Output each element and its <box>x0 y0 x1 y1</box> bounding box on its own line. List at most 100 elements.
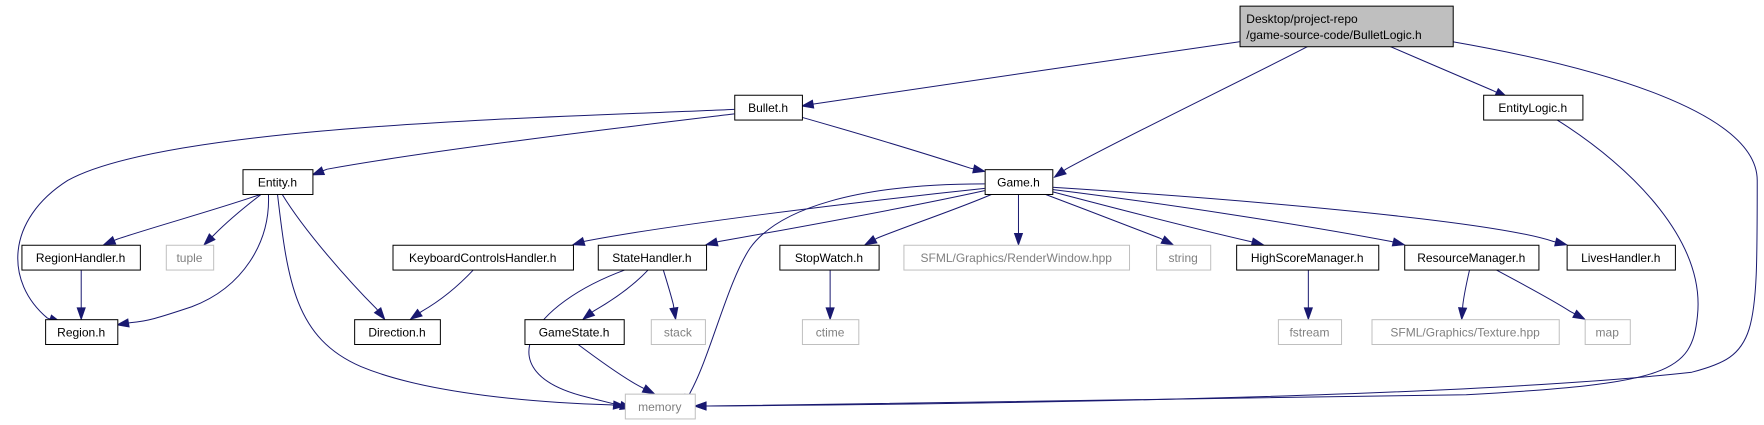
node-box <box>21 244 141 271</box>
edge-game-to-highscore <box>1052 191 1265 247</box>
edge-arrowhead <box>704 237 719 247</box>
node-lives[interactable]: LivesHandler.h <box>1566 244 1676 271</box>
node-region[interactable]: Region.h <box>45 319 119 346</box>
node-label: LivesHandler.h <box>1581 251 1660 265</box>
node-label: Entity.h <box>258 176 297 190</box>
node-entitylogic[interactable]: EntityLogic.h <box>1483 94 1584 121</box>
node-label: stack <box>664 326 693 340</box>
node-label: Direction.h <box>368 326 425 340</box>
edge-game-to-lives <box>1052 186 1569 247</box>
edge-entity-to-regionhandler <box>102 193 262 246</box>
edge-line <box>812 41 1240 105</box>
edge-line <box>577 343 645 390</box>
node-statehandler[interactable]: StateHandler.h <box>597 244 708 271</box>
node-label: GameState.h <box>539 326 610 340</box>
edge-arrowhead <box>571 236 586 246</box>
edge-line <box>583 187 985 242</box>
node-label: SFML/Graphics/Texture.hpp <box>1390 326 1540 340</box>
node-box <box>597 244 708 271</box>
node-memory[interactable]: memory <box>624 393 696 420</box>
node-label: StopWatch.h <box>795 251 863 265</box>
edge-arrowhead <box>800 99 815 109</box>
edge-arrowhead <box>1303 307 1313 321</box>
node-box <box>1236 244 1380 271</box>
edge-line <box>688 183 985 397</box>
edge-game-to-stopwatch <box>863 193 993 246</box>
node-keyboard[interactable]: KeyboardControlsHandler.h <box>392 244 574 271</box>
node-gamestate[interactable]: GameState.h <box>524 319 625 346</box>
edge-line <box>128 193 269 324</box>
edge-line <box>1495 269 1575 315</box>
edge-keyboard-to-direction <box>409 269 475 321</box>
node-label: map <box>1596 326 1620 340</box>
edge-arrowhead <box>1554 237 1569 247</box>
edge-stopwatch-to-ctime <box>825 269 835 321</box>
edge-statehandler-to-gamestate <box>581 269 649 321</box>
node-fstream[interactable]: fstream <box>1277 319 1343 346</box>
edge-line <box>591 269 649 313</box>
node-label: ctime <box>816 326 845 340</box>
edge-arrowhead <box>669 306 679 321</box>
node-box <box>1584 319 1631 346</box>
node-box <box>624 393 696 420</box>
edge-arrowhead <box>1160 235 1175 246</box>
edge-arrowhead <box>76 307 86 321</box>
edge-entity-to-direction <box>281 193 386 321</box>
node-resource[interactable]: ResourceManager.h <box>1404 244 1540 271</box>
edge-arrowhead <box>102 235 117 246</box>
edge-root-to-game <box>1053 45 1309 178</box>
edge-arrowhead <box>1572 309 1587 320</box>
node-root[interactable]: Desktop/project-repo/game-source-code/Bu… <box>1239 5 1454 48</box>
node-box <box>650 319 706 346</box>
edge-game-to-renderwindow <box>1013 193 1024 247</box>
node-game[interactable]: Game.h <box>984 169 1054 195</box>
edge-line <box>281 193 379 311</box>
node-box <box>1277 319 1343 346</box>
edge-arrowhead <box>409 308 423 321</box>
edge-arrowhead <box>972 164 987 174</box>
edge-line <box>1044 193 1164 241</box>
node-label: StateHandler.h <box>612 251 691 265</box>
edge-arrowhead <box>311 166 326 176</box>
edge-entity-to-memory <box>276 193 627 410</box>
node-box <box>1404 244 1540 271</box>
node-renderwindow[interactable]: SFML/Graphics/RenderWindow.hpp <box>903 244 1131 271</box>
node-ctime[interactable]: ctime <box>801 319 860 346</box>
node-regionhandler[interactable]: RegionHandler.h <box>21 244 141 271</box>
node-box <box>392 244 574 271</box>
edge-line <box>276 193 614 406</box>
node-string[interactable]: string <box>1156 244 1212 271</box>
node-box <box>1239 5 1454 48</box>
edge-arrowhead <box>1250 237 1265 247</box>
node-map[interactable]: map <box>1584 319 1631 346</box>
node-bullet[interactable]: Bullet.h <box>734 94 803 121</box>
node-entity[interactable]: Entity.h <box>242 169 314 195</box>
edge-arrowhead <box>1013 232 1024 247</box>
node-label: /game-source-code/BulletLogic.h <box>1246 28 1421 42</box>
node-box <box>242 169 314 195</box>
node-highscore[interactable]: HighScoreManager.h <box>1236 244 1380 271</box>
node-texture[interactable]: SFML/Graphics/Texture.hpp <box>1371 319 1560 346</box>
edge-line <box>1063 45 1309 172</box>
edge-line <box>1052 191 1253 243</box>
node-label: SFML/Graphics/RenderWindow.hpp <box>921 251 1113 265</box>
node-stack[interactable]: stack <box>650 319 706 346</box>
node-box <box>984 169 1054 195</box>
node-box <box>903 244 1131 271</box>
edge-arrowhead <box>373 307 386 321</box>
node-box <box>1156 244 1212 271</box>
edge-entity-to-tuple <box>203 193 262 246</box>
node-direction[interactable]: Direction.h <box>354 319 441 346</box>
node-stopwatch[interactable]: StopWatch.h <box>779 244 880 271</box>
node-label: EntityLogic.h <box>1498 101 1567 115</box>
edge-game-to-keyboard <box>571 187 985 246</box>
node-label: tuple <box>176 251 202 265</box>
node-tuple[interactable]: tuple <box>165 244 215 271</box>
edge-line <box>801 116 974 170</box>
edge-line <box>211 193 262 238</box>
edge-bullet-to-game <box>801 116 987 174</box>
node-box <box>1566 244 1676 271</box>
edge-line <box>419 269 475 314</box>
edge-line <box>1052 186 1556 243</box>
